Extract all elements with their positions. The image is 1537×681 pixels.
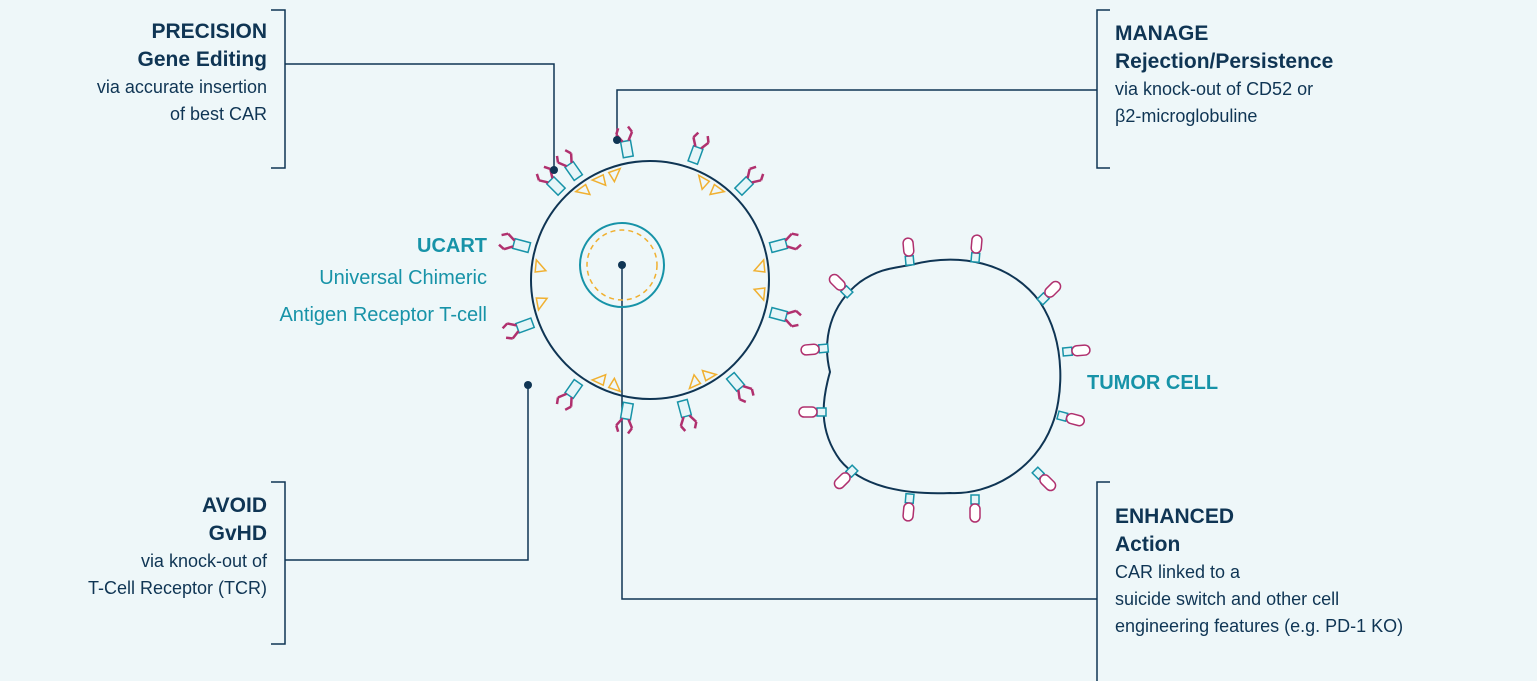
manage-dot [613,136,621,144]
tumor-antigen [903,238,915,266]
manage-bracket [1097,10,1110,168]
precision-bracket [271,10,285,168]
manage-title: MANAGE [1115,20,1333,48]
tumor-antigen [827,272,853,298]
tumor-antigen [801,343,829,355]
tumor-label: TUMOR CELL [1087,370,1218,397]
car-receptor [747,232,805,274]
car-receptor [601,378,640,434]
precision-dot [550,166,558,174]
avoid-title: AVOID [88,492,267,520]
avoid-label: AVOID GvHD via knock-out of T-Cell Recep… [88,492,267,602]
precision-label: PRECISION Gene Editing via accurate inse… [97,18,267,128]
manage-desc-2: β2-microglobuline [1115,103,1333,130]
enhanced-bracket [1097,482,1110,681]
enhanced-label: ENHANCED Action CAR linked to a suicide … [1115,503,1403,640]
tumor-title: TUMOR CELL [1087,370,1218,397]
tumor-cell-membrane [824,260,1061,494]
manage-desc-1: via knock-out of CD52 or [1115,76,1333,103]
precision-subtitle: Gene Editing [97,46,267,74]
enhanced-desc-3: engineering features (e.g. PD-1 KO) [1115,613,1403,640]
manage-subtitle: Rejection/Persistence [1115,48,1333,76]
ucart-line-2: Antigen Receptor T-cell [279,297,487,334]
precision-desc-2: of best CAR [97,101,267,128]
tumor-antigen [970,235,982,263]
manage-label: MANAGE Rejection/Persistence via knock-o… [1115,20,1333,130]
tumor-antigen [1031,466,1057,492]
enhanced-title: ENHANCED [1115,503,1403,531]
tumor-antigen [832,464,858,490]
enhanced-connector [622,265,1097,599]
avoid-connector [285,385,528,560]
car-receptor [555,360,609,420]
ucart-line-1: Universal Chimeric [279,260,487,297]
avoid-desc-1: via knock-out of [88,548,267,575]
tumor-antigen [903,494,915,522]
ucart-title: UCART [279,233,487,260]
avoid-subtitle: GvHD [88,520,267,548]
precision-connector [285,64,554,170]
car-receptor [495,232,553,274]
avoid-desc-2: T-Cell Receptor (TCR) [88,575,267,602]
enhanced-dot [618,261,626,269]
enhanced-desc-1: CAR linked to a [1115,559,1403,586]
enhanced-subtitle: Action [1115,531,1403,559]
precision-title: PRECISION [97,18,267,46]
manage-connector [617,90,1097,140]
tumor-antigen [970,495,980,522]
car-receptor [497,295,556,341]
car-receptor [747,285,805,327]
ucart-cell-membrane [531,161,769,399]
tumor-antigen [1057,410,1086,427]
avoid-dot [524,381,532,389]
avoid-bracket [271,482,285,644]
enhanced-desc-2: suicide switch and other cell [1115,586,1403,613]
precision-desc-1: via accurate insertion [97,74,267,101]
car-receptor [535,155,593,213]
tumor-antigen [1036,279,1062,305]
tumor-antigen [799,407,826,417]
car-receptor [601,126,640,182]
car-receptor [669,374,711,432]
ucart-label: UCART Universal Chimeric Antigen Recepto… [279,233,487,334]
tumor-antigen [1063,345,1091,357]
car-receptor [707,155,765,213]
